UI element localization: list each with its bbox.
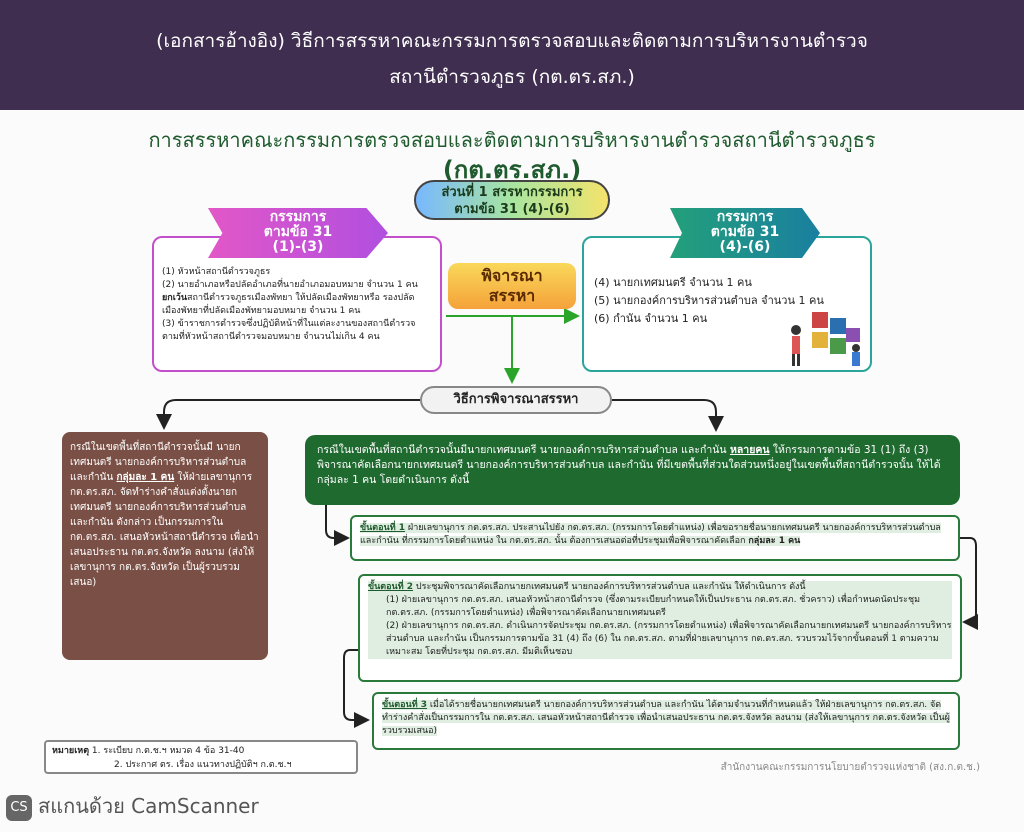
step2-box: ขั้นตอนที่ 2 ประชุมพิจารณาคัดเลือกนายกเท…: [358, 574, 962, 682]
step2-intro: ประชุมพิจารณาคัดเลือกนายกเทศมนตรี นายกอง…: [415, 582, 806, 592]
green-text2: ให้กรรมการตามข้อ 31 (1) ถึง (3) พิจารณาค…: [317, 444, 941, 486]
step3-text: เมื่อได้รายชื่อนายกเทศมนตรี นายกองค์การบ…: [382, 700, 950, 736]
step3-box: ขั้นตอนที่ 3 เมื่อได้รายชื่อนายกเทศมนตรี…: [372, 692, 960, 750]
step1-emph: กลุ่มละ 1 คน: [748, 536, 801, 546]
green-emph: หลายคน: [729, 444, 770, 456]
brown-text2: ให้ฝ่ายเลขานุการ กต.ตร.สภ. จัดทำร่างคำสั…: [70, 472, 259, 588]
source-credit: สำนักงานคณะกรรมการนโยบายตำรวจแห่งชาติ (ส…: [720, 762, 980, 773]
right-item6: (6) กำนัน จำนวน 1 คน: [594, 312, 708, 325]
right-item5: (5) นายกองค์การบริหารส่วนตำบล จำนวน 1 คน: [594, 294, 824, 307]
left-ribbon-line2: ตามข้อ 31: [263, 224, 333, 240]
step2-label: ขั้นตอนที่ 2: [368, 582, 414, 592]
header-line1: (เอกสารอ้างอิง) วิธีการสรรหาคณะกรรมการตร…: [156, 30, 868, 52]
left-ribbon-line3: (1)-(3): [272, 239, 324, 255]
right-ribbon: กรรมการ ตามข้อ 31 (4)-(6): [670, 208, 820, 258]
left-ribbon: กรรมการ ตามข้อ 31 (1)-(3): [208, 208, 388, 258]
consider-line2: สรรหา: [488, 286, 536, 305]
brown-emph: กลุ่มละ 1 คน: [116, 472, 175, 483]
right-item4: (4) นายกเทศมนตรี จำนวน 1 คน: [594, 276, 752, 289]
note-label: หมายเหตุ: [52, 746, 90, 756]
step1-text: ฝ่ายเลขานุการ กต.ตร.สภ. ประสานไปยัง กต.ต…: [360, 523, 941, 546]
part1-pill: ส่วนที่ 1 สรรหากรรมการ ตามข้อ 31 (4)-(6): [414, 180, 610, 220]
diagram-title-abbr: (กต.ตร.สภ.): [442, 156, 582, 184]
left-item2b-bold: ยกเว้น: [162, 293, 188, 303]
puzzle-people-icon: [791, 312, 860, 366]
left-ribbon-line1: กรรมการ: [269, 209, 327, 225]
step3-label: ขั้นตอนที่ 3: [382, 700, 428, 710]
left-item2b-text: สถานีตำรวจภูธรเมืองพัทยา ให้ปลัดเมืองพัท…: [162, 293, 415, 316]
brown-text1: กรณีในเขตพื้นที่สถานีตำรวจนั้นมี นายกเทศ…: [70, 442, 247, 483]
left-item1: (1) หัวหน้าสถานีตำรวจภูธร: [162, 267, 271, 277]
right-ribbon-line2: ตามข้อ 31: [710, 224, 780, 240]
note-line1: 1. ระเบียบ ก.ต.ช.ฯ หมวด 4 ข้อ 31-40: [91, 746, 245, 756]
right-ribbon-line3: (4)-(6): [719, 239, 771, 255]
diagram-title: การสรรหาคณะกรรมการตรวจสอบและติดตามการบริ…: [148, 128, 876, 152]
right-ribbon-line1: กรรมการ: [716, 209, 774, 225]
watermark-text: สแกนด้วย CamScanner: [38, 794, 259, 818]
arrow-step1-to-step2: [960, 537, 978, 630]
part1-line1: ส่วนที่ 1 สรรหากรรมการ: [441, 185, 583, 200]
arrow-method-to-brown: [156, 399, 420, 430]
part1-line2: ตามข้อ 31 (4)-(6): [454, 202, 570, 217]
multiple-member-case-box: กรณีในเขตพื้นที่สถานีตำรวจนั้นมีนายกเทศม…: [305, 435, 960, 505]
step2-sub1: (1) ฝ่ายเลขานุการ กต.ตร.สภ. เสนอหัวหน้าส…: [368, 594, 952, 620]
left-item3: (3) ข้าราชการตำรวจซึ่งปฏิบัติหน้าที่ในแต…: [162, 319, 416, 342]
header-banner: (เอกสารอ้างอิง) วิธีการสรรหาคณะกรรมการตร…: [0, 0, 1024, 110]
arrow-green-to-step1: [325, 505, 350, 546]
method-pill: วิธีการพิจารณาสรรหา: [420, 386, 612, 414]
consider-line1: พิจารณา: [481, 266, 543, 285]
header-line2: สถานีตำรวจภูธร (กต.ตร.สภ.): [389, 66, 635, 88]
step1-box: ขั้นตอนที่ 1 ฝ่ายเลขานุการ กต.ตร.สภ. ประ…: [350, 515, 960, 561]
note-line2: 2. ประกาศ ตร. เรื่อง แนวทางปฏิบัติฯ ก.ต.…: [114, 760, 292, 770]
left-members-box: (1) หัวหน้าสถานีตำรวจภูธร (2) นายอำเภอหร…: [152, 236, 442, 372]
consider-recruit-box: พิจารณา สรรหา: [448, 263, 576, 309]
step2-sub2: (2) ฝ่ายเลขานุการ กต.ตร.สภ. ดำเนินการจัด…: [368, 620, 952, 659]
step1-label: ขั้นตอนที่ 1: [360, 523, 406, 533]
left-item2b: ยกเว้นสถานีตำรวจภูธรเมืองพัทยา ให้ปลัดเม…: [162, 292, 432, 318]
arrow-step2-to-step3: [343, 649, 370, 728]
green-text1: กรณีในเขตพื้นที่สถานีตำรวจนั้นมีนายกเทศม…: [317, 444, 727, 456]
remarks-box: หมายเหตุ 1. ระเบียบ ก.ต.ช.ฯ หมวด 4 ข้อ 3…: [44, 740, 358, 774]
camscanner-logo-icon: CS: [6, 794, 32, 821]
arrow-method-to-green: [612, 399, 724, 432]
single-member-case-box: กรณีในเขตพื้นที่สถานีตำรวจนั้นมี นายกเทศ…: [62, 432, 268, 660]
left-item2a: (2) นายอำเภอหรือปลัดอำเภอที่นายอำเภอมอบห…: [162, 280, 418, 290]
